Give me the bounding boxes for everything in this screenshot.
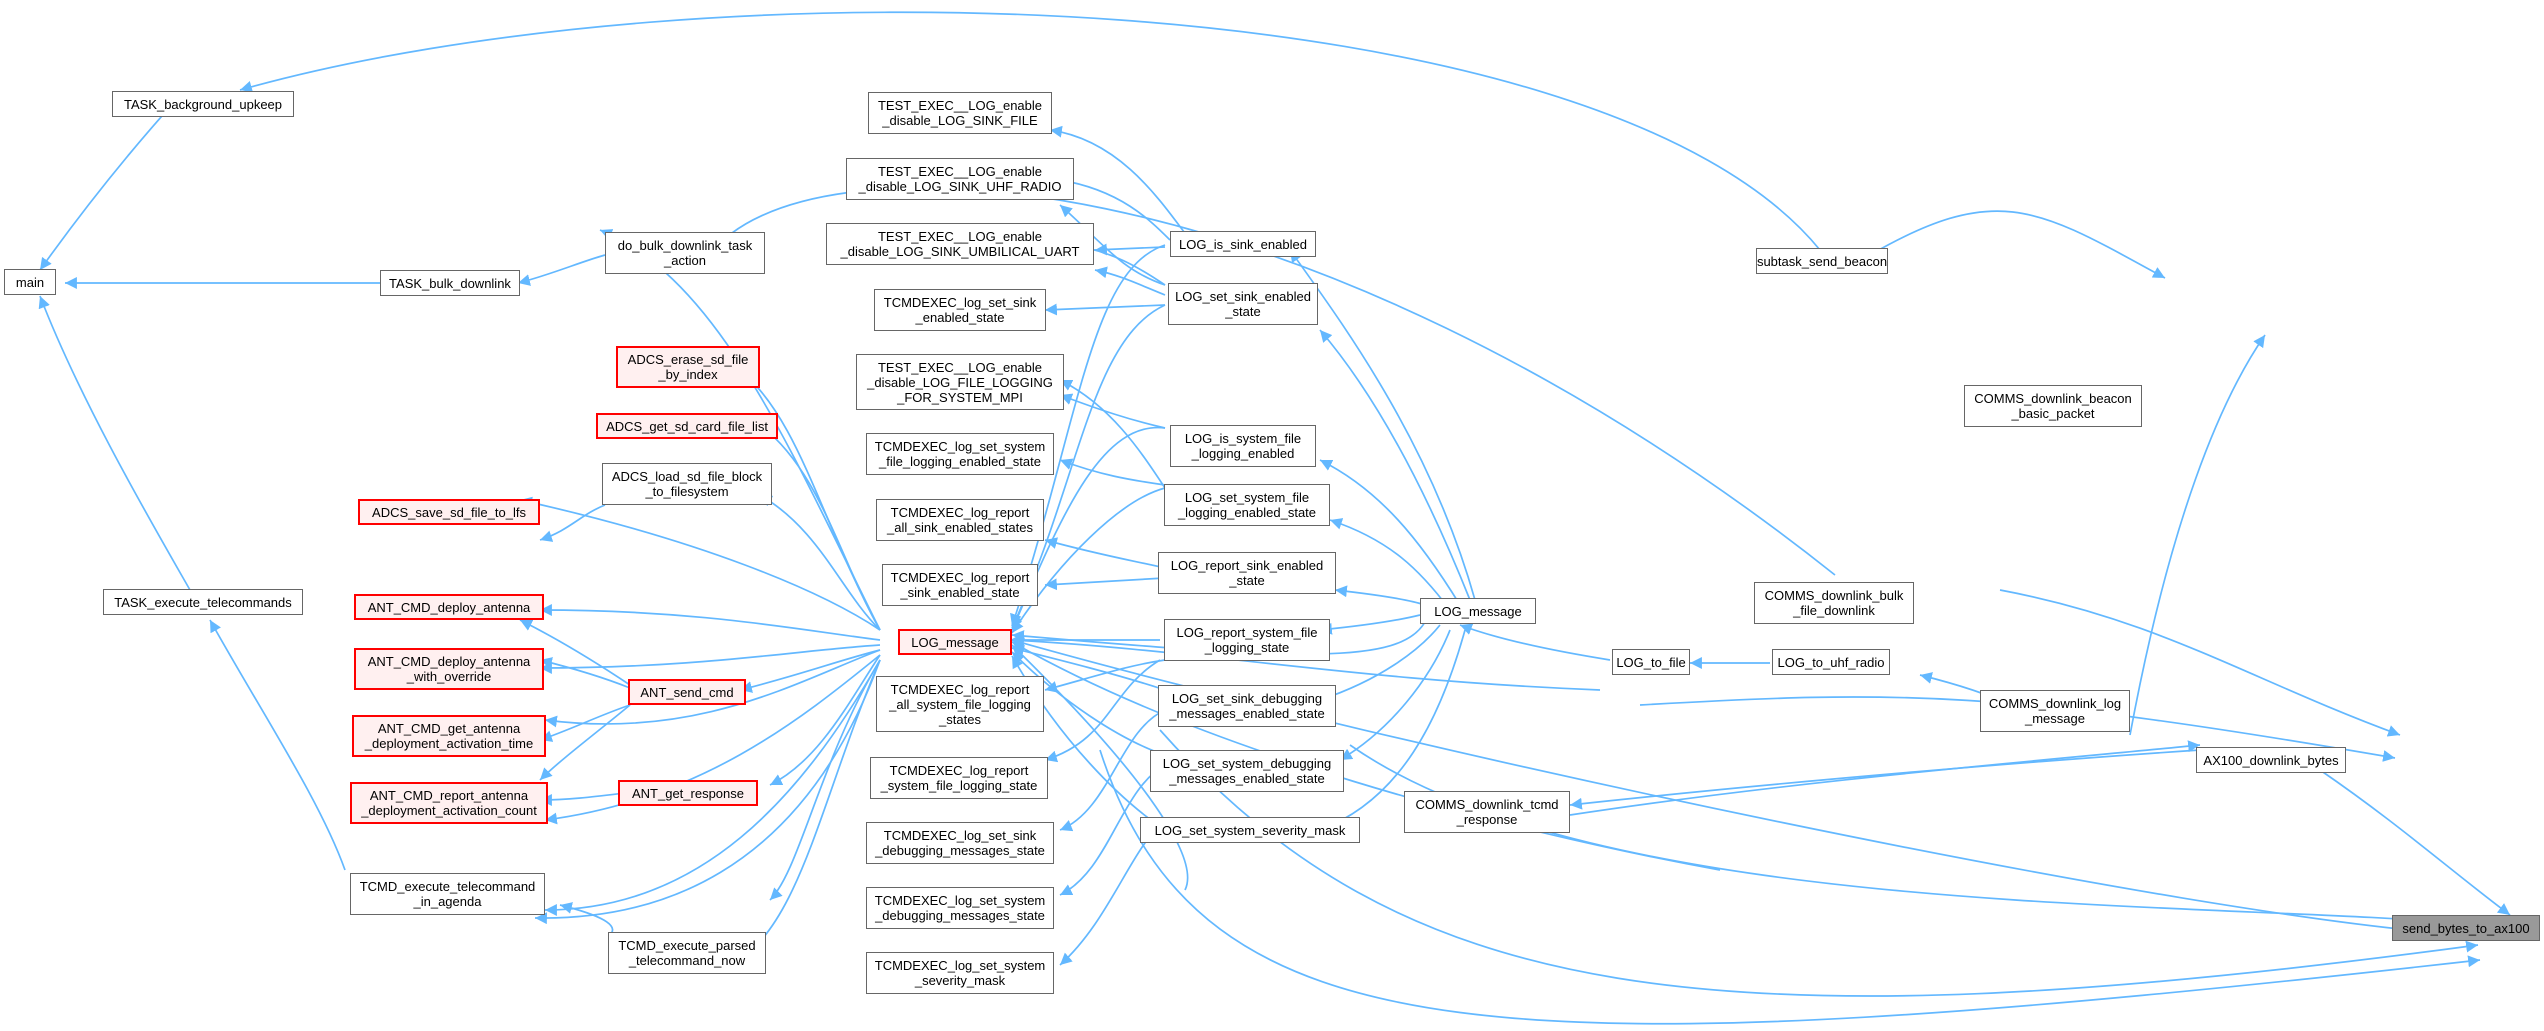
node-tcmdexec-log-set-sink-debugging[interactable]: TCMDEXEC_log_set_sink _debugging_message… — [866, 822, 1054, 864]
node-tcmdexec-log-report-system-file[interactable]: TCMDEXEC_log_report _system_file_logging… — [870, 757, 1048, 799]
node-tcmd-execute-parsed-telecommand-now[interactable]: TCMD_execute_parsed _telecommand_now — [608, 932, 766, 974]
node-log-message[interactable]: LOG_message — [1420, 598, 1536, 624]
node-task-bulk-downlink[interactable]: TASK_bulk_downlink — [380, 270, 520, 296]
node-ant-cmd-report-antenna-deployment-activation-count[interactable]: ANT_CMD_report_antenna _deployment_activ… — [350, 782, 548, 824]
node-log-is-sink-enabled[interactable]: LOG_is_sink_enabled — [1170, 231, 1316, 257]
node-tcmdexec-log-set-system-file-logging[interactable]: TCMDEXEC_log_set_system _file_logging_en… — [866, 433, 1054, 475]
node-test-exec-log-sink-umbilical-uart[interactable]: TEST_EXEC__LOG_enable _disable_LOG_SINK_… — [826, 223, 1094, 265]
node-ant-cmd-get-antenna-deployment-activation-time[interactable]: ANT_CMD_get_antenna _deployment_activati… — [352, 715, 546, 757]
node-do-bulk-downlink-task-action[interactable]: do_bulk_downlink_task _action — [605, 232, 765, 274]
node-tcmdexec-log-report-sink[interactable]: TCMDEXEC_log_report _sink_enabled_state — [882, 564, 1038, 606]
node-log-report-sink-enabled-state[interactable]: LOG_report_sink_enabled _state — [1158, 552, 1336, 594]
node-adcs-save-sd-file-to-lfs[interactable]: ADCS_save_sd_file_to_lfs — [358, 499, 540, 525]
node-tcmdexec-log-set-sink-enabled-state[interactable]: TCMDEXEC_log_set_sink _enabled_state — [874, 289, 1046, 331]
node-log-is-system-file-logging-enabled[interactable]: LOG_is_system_file _logging_enabled — [1170, 425, 1316, 467]
node-log-set-system-severity-mask[interactable]: LOG_set_system_severity_mask — [1140, 817, 1360, 843]
node-test-exec-log-sink-file[interactable]: TEST_EXEC__LOG_enable _disable_LOG_SINK_… — [868, 92, 1052, 134]
node-ant-cmd-deploy-antenna[interactable]: ANT_CMD_deploy_antenna — [354, 594, 544, 620]
node-subtask-send-beacon[interactable]: subtask_send_beacon — [1756, 248, 1888, 274]
node-test-exec-log-file-logging-mpi[interactable]: TEST_EXEC__LOG_enable _disable_LOG_FILE_… — [856, 354, 1064, 410]
node-tcmdexec-log-set-system-debugging[interactable]: TCMDEXEC_log_set_system _debugging_messa… — [866, 887, 1054, 929]
node-adcs-load-sd-file-block[interactable]: ADCS_load_sd_file_block _to_filesystem — [602, 463, 772, 505]
node-log-set-sink-enabled-state[interactable]: LOG_set_sink_enabled _state — [1168, 283, 1318, 325]
node-test-exec-log-sink-uhf-radio[interactable]: TEST_EXEC__LOG_enable _disable_LOG_SINK_… — [846, 158, 1074, 200]
node-log-to-file[interactable]: LOG_to_file — [1612, 649, 1690, 675]
node-log-set-sink-debugging-messages-enabled-state[interactable]: LOG_set_sink_debugging _messages_enabled… — [1158, 685, 1336, 727]
node-log-to-uhf-radio[interactable]: LOG_to_uhf_radio — [1772, 649, 1890, 675]
node-ax100-downlink-bytes[interactable]: AX100_downlink_bytes — [2196, 747, 2346, 773]
node-comms-downlink-tcmd-response[interactable]: COMMS_downlink_tcmd _response — [1404, 791, 1570, 833]
node-ant-send-cmd[interactable]: ANT_send_cmd — [628, 679, 746, 705]
node-ant-get-response[interactable]: ANT_get_response — [618, 780, 758, 806]
node-log-report-system-file-logging-state[interactable]: LOG_report_system_file _logging_state — [1164, 619, 1330, 661]
node-adcs-get-sd-card-file-list[interactable]: ADCS_get_sd_card_file_list — [596, 413, 778, 439]
node-log-set-system-file-logging-enabled-state[interactable]: LOG_set_system_file _logging_enabled_sta… — [1164, 484, 1330, 526]
node-tcmdexec-log-set-system-severity[interactable]: TCMDEXEC_log_set_system _severity_mask — [866, 952, 1054, 994]
node-tcmd-execute-telecommand-in-agenda[interactable]: TCMD_execute_telecommand _in_agenda — [350, 873, 545, 915]
node-tcmdexec-log-report-all-system[interactable]: TCMDEXEC_log_report _all_system_file_log… — [876, 676, 1044, 732]
node-task-execute-telecommands[interactable]: TASK_execute_telecommands — [103, 589, 303, 615]
node-main[interactable]: main — [4, 269, 56, 295]
node-tcmdexec-log-report-all-sink[interactable]: TCMDEXEC_log_report _all_sink_enabled_st… — [876, 499, 1044, 541]
node-comms-downlink-beacon-basic-packet[interactable]: COMMS_downlink_beacon _basic_packet — [1964, 385, 2142, 427]
node-ant-cmd-deploy-antenna-with-override[interactable]: ANT_CMD_deploy_antenna _with_override — [354, 648, 544, 690]
node-send-bytes-to-ax100: send_bytes_to_ax100 — [2392, 915, 2540, 941]
node-comms-downlink-log-message[interactable]: COMMS_downlink_log _message — [1980, 690, 2130, 732]
node-adcs-erase-sd-file[interactable]: ADCS_erase_sd_file _by_index — [616, 346, 760, 388]
node-log-set-system-debugging-messages-enabled-state[interactable]: LOG_set_system_debugging _messages_enabl… — [1150, 750, 1344, 792]
node-task-background-upkeep[interactable]: TASK_background_upkeep — [112, 91, 294, 117]
node-comms-downlink-bulk-file-downlink[interactable]: COMMS_downlink_bulk _file_downlink — [1754, 582, 1914, 624]
node-log-message-incomplete[interactable]: LOG_message — [898, 629, 1012, 655]
